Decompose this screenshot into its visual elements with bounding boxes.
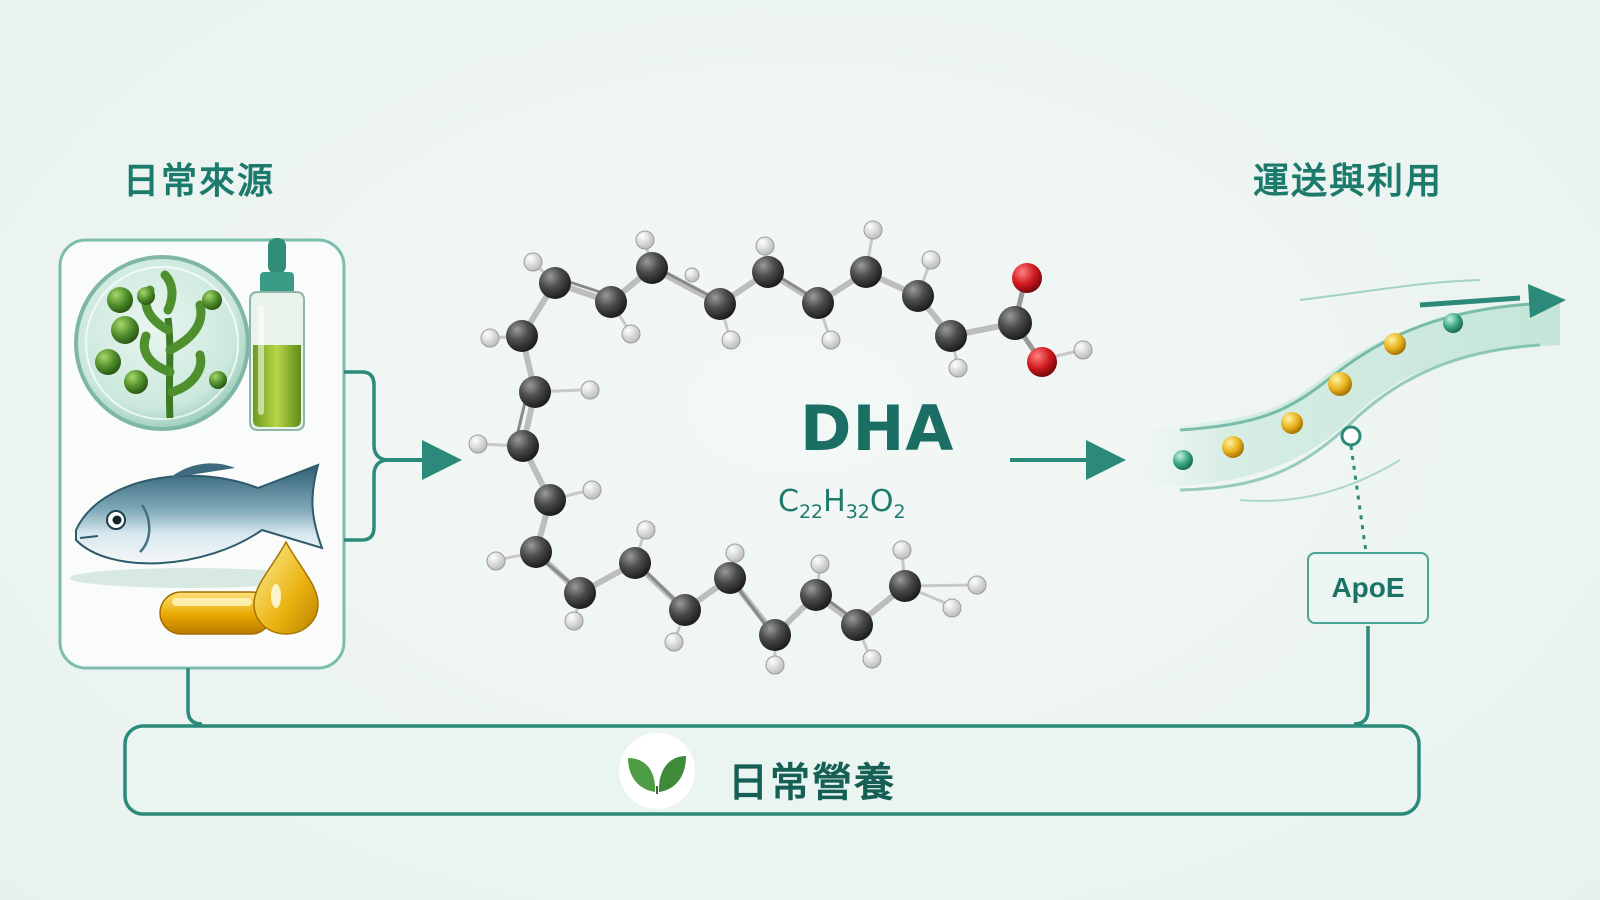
formula-c: C [778, 484, 799, 519]
transport-stream [1140, 279, 1566, 553]
nutrition-label: 日常營養 [728, 760, 896, 806]
nutrition-bar [123, 724, 1421, 816]
sources-bracket [344, 370, 387, 542]
carbon-atoms [506, 252, 1032, 651]
apoe-label: ApoE [1307, 552, 1429, 624]
molecule-formula: C22H32O2 [778, 484, 906, 523]
formula-h: H [823, 484, 846, 519]
formula-o-count: 2 [893, 501, 906, 523]
algae-dish-icon [74, 255, 250, 431]
bottom-connector-right [1353, 626, 1370, 726]
formula-h-count: 32 [845, 501, 870, 523]
fish-icon [70, 463, 324, 588]
dha-molecule [468, 220, 1093, 675]
formula-c-count: 22 [798, 501, 824, 523]
oxygen-atoms [1012, 263, 1057, 377]
molecule-name: DHA [800, 392, 955, 465]
sources-heading: 日常來源 [123, 161, 276, 202]
formula-o: O [869, 484, 894, 519]
oil-bottle-icon [249, 238, 305, 431]
leaf-icon [619, 733, 695, 809]
bottom-connector-left [186, 668, 203, 726]
transport-heading: 運送與利用 [1253, 161, 1444, 202]
molecule-double-bonds [514, 260, 853, 629]
hydrogen-atoms [468, 220, 1093, 675]
oil-drop-icon [253, 540, 319, 635]
